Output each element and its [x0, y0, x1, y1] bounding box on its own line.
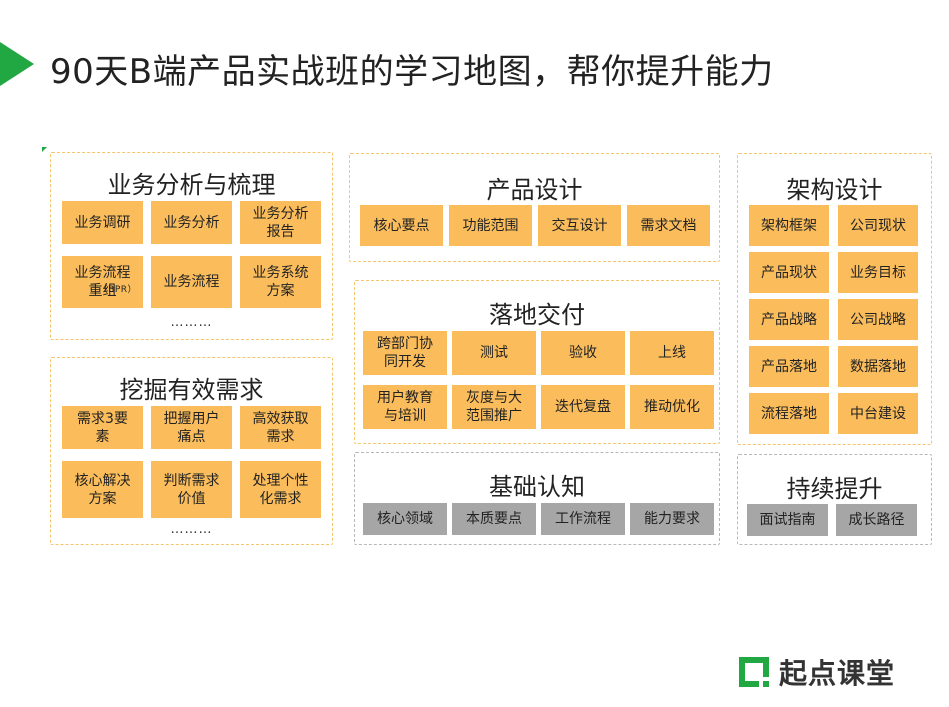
tile-user-pain-points: 把握用户 痛点 [151, 406, 232, 449]
tile-drive-optimization: 推动优化 [630, 385, 714, 429]
tile-ability-requirements: 能力要求 [630, 503, 714, 535]
tile-bpr: 业务流程 重组 （BPR） [62, 256, 143, 308]
group-title: 业务分析与梳理 [107, 171, 276, 199]
group-title: 架构设计 [786, 176, 883, 204]
corner-triangle-icon [42, 147, 47, 152]
tile-user-training: 用户教育 与培训 [363, 385, 447, 429]
tile-requirement-3-elements: 需求3要 素 [62, 406, 143, 449]
group-basics: 基础认知 核心领域 本质要点 工作流程 能力要求 [354, 452, 720, 545]
tile-middle-platform: 中台建设 [838, 393, 918, 434]
tile-launch: 上线 [630, 331, 714, 375]
tile-personalized-requirements: 处理个性 化需求 [240, 461, 321, 518]
page-title: 90天B端产品实战班的学习地图，帮你提升能力 [50, 52, 774, 92]
tile-core-domain: 核心领域 [363, 503, 447, 535]
more-dots: ……… [170, 522, 213, 537]
tile-data-landing: 数据落地 [838, 346, 918, 387]
group-title: 落地交付 [489, 301, 585, 329]
tile-business-analysis-report: 业务分析 报告 [240, 201, 321, 244]
title-arrow-icon [0, 42, 34, 86]
group-requirements: 挖掘有效需求 需求3要 素 把握用户 痛点 高效获取 需求 核心解决 方案 判断… [50, 357, 333, 545]
tile-product-strategy: 产品战略 [749, 299, 829, 340]
tile-interaction-design: 交互设计 [538, 205, 621, 246]
tile-requirement-docs: 需求文档 [627, 205, 710, 246]
tile-gray-release: 灰度与大 范围推广 [452, 385, 536, 429]
tile-growth-path: 成长路径 [836, 504, 917, 536]
tile-testing: 测试 [452, 331, 536, 375]
tile-process-landing: 流程落地 [749, 393, 829, 434]
group-product-design: 产品设计 核心要点 功能范围 交互设计 需求文档 [349, 153, 720, 262]
tile-business-process: 业务流程 [151, 256, 232, 308]
tile-feature-scope: 功能范围 [449, 205, 532, 246]
tile-product-landing: 产品落地 [749, 346, 829, 387]
tile-iteration-review: 迭代复盘 [541, 385, 625, 429]
tile-company-status: 公司现状 [838, 205, 918, 246]
tile-workflow: 工作流程 [541, 503, 625, 535]
tile-essential-points: 本质要点 [452, 503, 536, 535]
tile-product-status: 产品现状 [749, 252, 829, 293]
tile-acceptance: 验收 [541, 331, 625, 375]
tile-business-research: 业务调研 [62, 201, 143, 244]
more-dots: ……… [170, 315, 213, 330]
tile-company-strategy: 公司战略 [838, 299, 918, 340]
group-title: 产品设计 [486, 176, 583, 204]
tile-bpr-abbr: （BPR） [98, 285, 137, 295]
tile-business-system-plan: 业务系统 方案 [240, 256, 321, 308]
brand-logo: 起点课堂 [737, 655, 896, 690]
group-delivery: 落地交付 跨部门协 同开发 测试 验收 上线 用户教育 与培训 灰度与大 范围推… [354, 280, 720, 444]
group-title: 挖掘有效需求 [119, 376, 264, 404]
tile-core-points: 核心要点 [360, 205, 443, 246]
tile-core-solution: 核心解决 方案 [62, 461, 143, 518]
logo-mark-icon [739, 657, 769, 687]
logo-text: 起点课堂 [779, 657, 896, 690]
tile-architecture-framework: 架构框架 [749, 205, 829, 246]
group-title: 持续提升 [786, 475, 883, 503]
tile-judge-requirement-value: 判断需求 价值 [151, 461, 232, 518]
group-title: 基础认知 [489, 473, 585, 501]
group-growth: 持续提升 面试指南 成长路径 [737, 454, 932, 545]
group-architecture: 架构设计 架构框架 公司现状 产品现状 业务目标 产品战略 公司战略 产品落地 … [737, 153, 932, 445]
group-business-analysis: 业务分析与梳理 业务调研 业务分析 业务分析 报告 业务流程 重组 （BPR） … [50, 152, 333, 340]
tile-efficient-requirement-gathering: 高效获取 需求 [240, 406, 321, 449]
tile-bpr-label: 业务流程 重组 [74, 265, 131, 299]
tile-business-goals: 业务目标 [838, 252, 918, 293]
tile-cross-team-dev: 跨部门协 同开发 [363, 331, 447, 375]
tile-business-analysis: 业务分析 [151, 201, 232, 244]
tile-interview-guide: 面试指南 [747, 504, 828, 536]
